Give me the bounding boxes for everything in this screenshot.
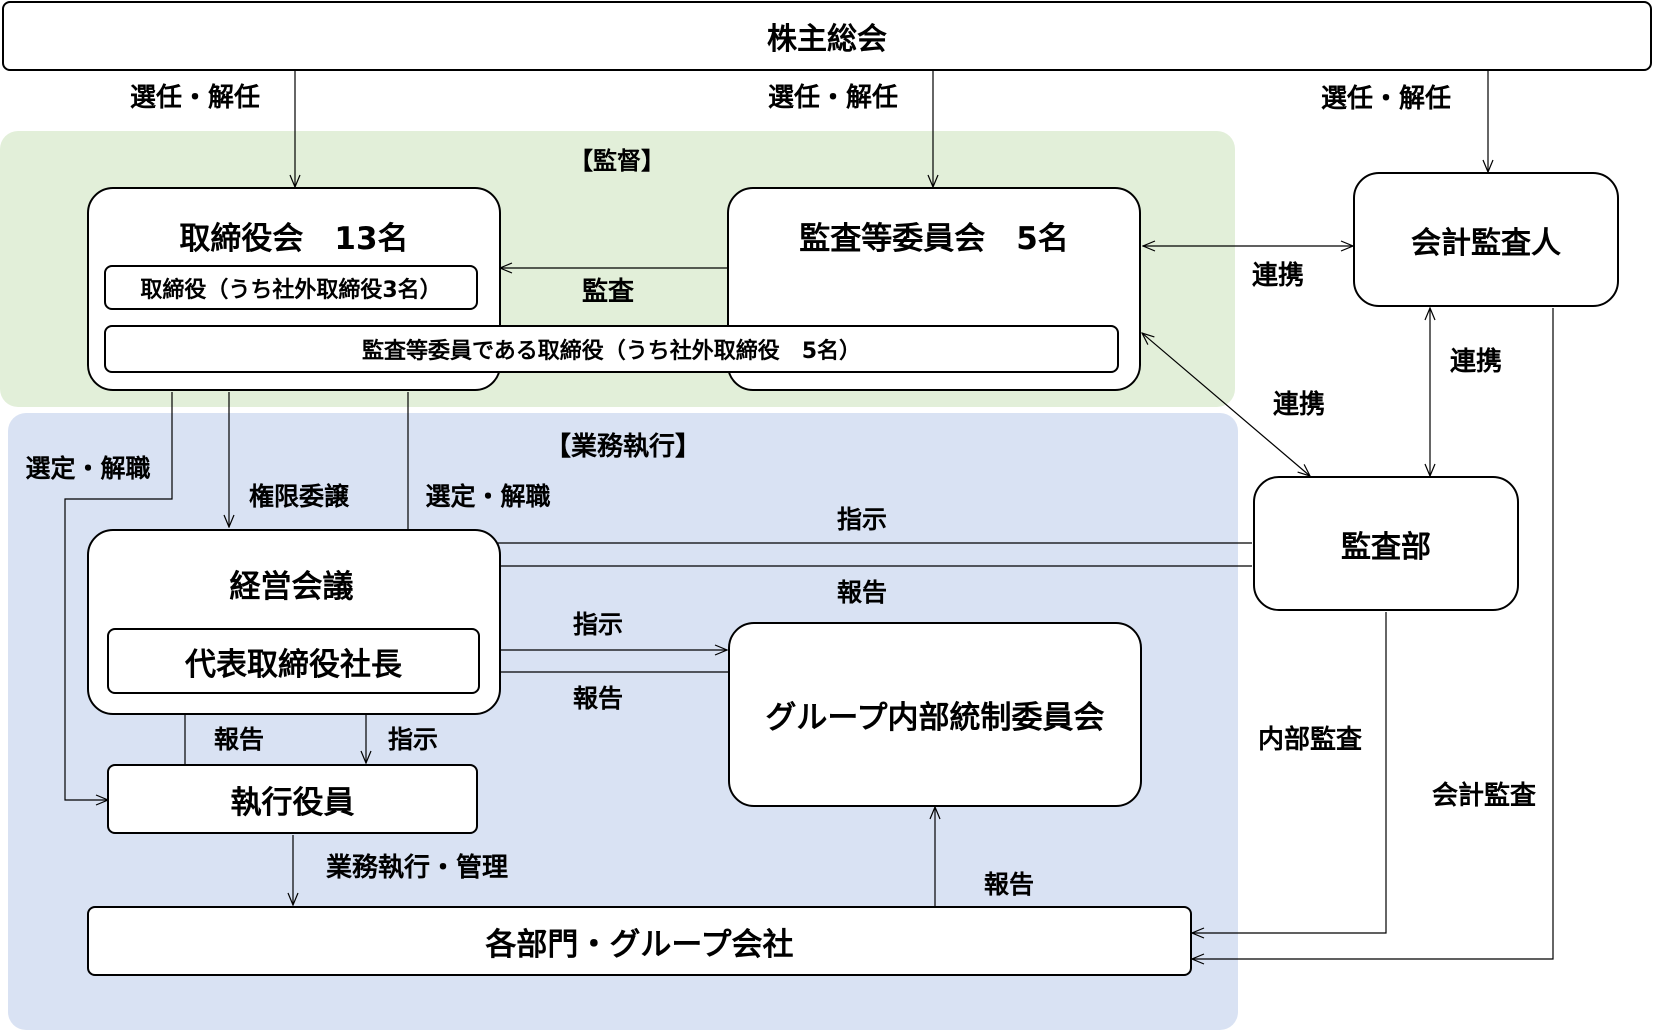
audit-label: 監査 xyxy=(581,277,635,307)
internal-audit-label: 内部監査 xyxy=(1257,725,1363,755)
external-auditor-label: 会計監査人 xyxy=(1411,225,1561,261)
execution-title: 【業務執行】 xyxy=(544,432,702,462)
coop-label-2: 連携 xyxy=(1449,347,1503,377)
select-dismiss-exec-arrow xyxy=(64,392,173,800)
audit-dept-label: 監査部 xyxy=(1341,529,1431,565)
exec-officers-box: 執行役員 xyxy=(107,764,478,834)
exec-officers-label: 執行役員 xyxy=(230,784,355,821)
elect-label-3: 選任・解任 xyxy=(1320,84,1452,114)
instruct-label-2: 指示 xyxy=(572,610,624,639)
accounting-audit-arrow xyxy=(1192,308,1554,959)
report-label-1: 報告 xyxy=(836,578,888,607)
group-ic-committee-box: グループ内部統制委員会 xyxy=(728,622,1142,807)
report-label-3: 報告 xyxy=(213,725,265,754)
group-ic-committee-label: グループ内部統制委員会 xyxy=(765,700,1105,736)
shareholders-meeting-label: 株主総会 xyxy=(767,22,887,57)
board-directors-sub-label: 取締役（うち社外取締役3名） xyxy=(140,277,442,303)
external-auditor-box: 会計監査人 xyxy=(1353,172,1619,307)
mgmt-meeting-title: 経営会議 xyxy=(229,569,354,605)
select-dismiss-label-1: 選定・解職 xyxy=(25,454,151,483)
supervision-title: 【監督】 xyxy=(569,147,665,175)
departments-box: 各部門・グループ会社 xyxy=(87,906,1192,976)
coop-label-3: 連携 xyxy=(1272,390,1326,420)
elect-label-2: 選任・解任 xyxy=(767,83,899,113)
board-title: 取締役会 13名 xyxy=(179,221,409,257)
coop-committee-auditdept xyxy=(1142,333,1310,476)
shareholders-meeting-box: 株主総会 xyxy=(2,1,1652,71)
president-label: 代表取締役社長 xyxy=(185,646,402,683)
instruct-label-3: 指示 xyxy=(387,725,439,754)
delegation-label: 権限委譲 xyxy=(248,482,350,511)
board-directors-sub: 取締役（うち社外取締役3名） xyxy=(104,265,478,310)
select-dismiss-label-2: 選定・解職 xyxy=(425,482,551,511)
audit-dept-box: 監査部 xyxy=(1253,476,1519,611)
president-box: 代表取締役社長 xyxy=(107,628,480,694)
coop-label-1: 連携 xyxy=(1251,261,1305,291)
report-label-4: 報告 xyxy=(983,870,1035,899)
instruct-label-1: 指示 xyxy=(836,505,888,534)
audit-committee-title: 監査等委員会 5名 xyxy=(799,221,1069,257)
exec-manage-label: 業務執行・管理 xyxy=(325,853,509,883)
elect-label-1: 選任・解任 xyxy=(129,83,261,113)
audit-directors-sub: 監査等委員である取締役（うち社外取締役 5名） xyxy=(104,325,1119,373)
internal-audit-arrow xyxy=(1192,612,1387,933)
departments-label: 各部門・グループ会社 xyxy=(485,926,794,963)
audit-directors-sub-label: 監査等委員である取締役（うち社外取締役 5名） xyxy=(361,339,862,364)
report-label-2: 報告 xyxy=(572,684,624,713)
accounting-audit-label: 会計監査 xyxy=(1431,781,1537,811)
